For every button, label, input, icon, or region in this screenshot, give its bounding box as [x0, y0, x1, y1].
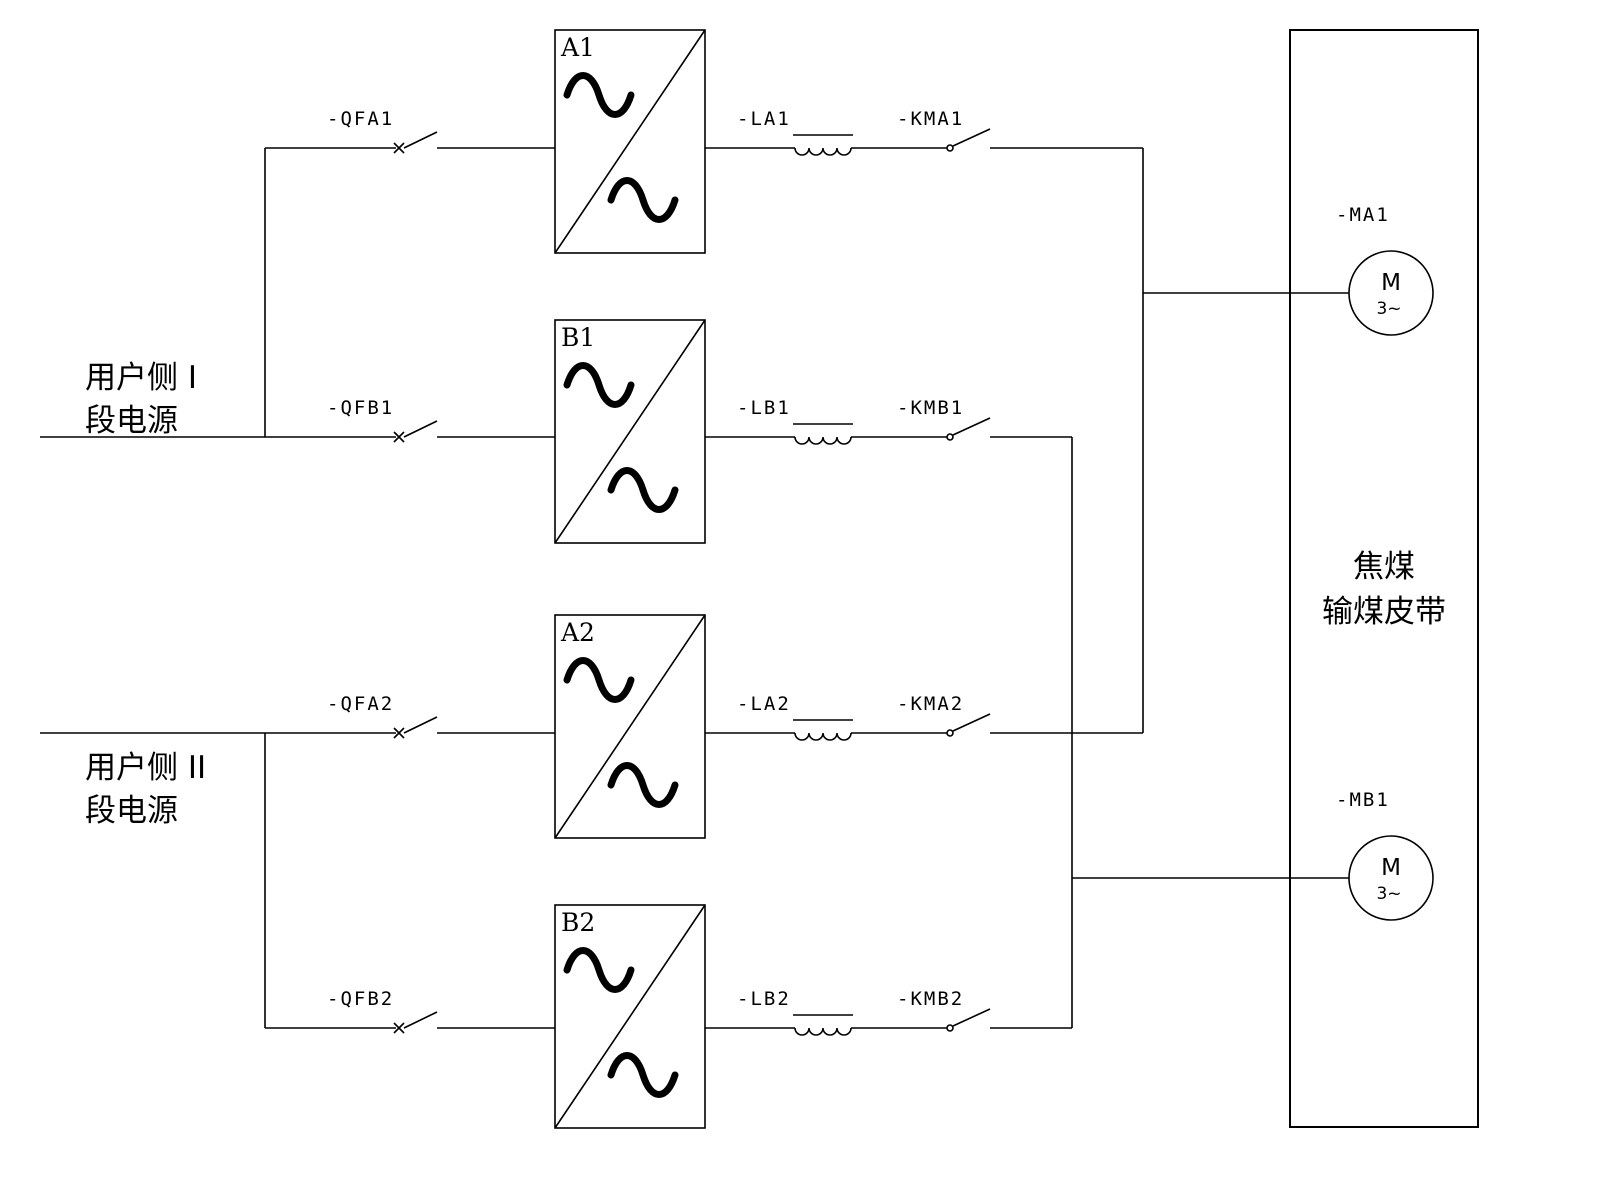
breaker-label-qfb1: -QFB1: [327, 397, 394, 419]
breaker-label-qfa1: -QFA1: [327, 108, 394, 130]
contactor-label-kmb2: -KMB2: [897, 988, 964, 1010]
reactor-coil-icon: [794, 1027, 852, 1036]
breaker-cross-icon: [393, 1022, 405, 1034]
contactor-label-kmb1: -KMB1: [897, 397, 964, 419]
branch-b2: [265, 904, 1072, 1129]
bus-wires: [264, 148, 1349, 1028]
motor-mb1: M 3~: [1348, 835, 1434, 921]
sine-wave-icon: [607, 762, 679, 808]
contactor-contact-icon: [946, 1024, 954, 1032]
motor-letter: M: [1381, 855, 1401, 881]
source2-label-line1: 用户侧 II: [85, 750, 206, 786]
reactor-coil-icon: [794, 732, 852, 741]
motor-phase: 3~: [1376, 299, 1401, 319]
breaker-cross-icon: [393, 727, 405, 739]
reactor-label-la1: -LA1: [737, 108, 791, 130]
converter-label-b2: B2: [561, 908, 595, 937]
branch-a1: [265, 29, 1143, 254]
branch-a2: [40, 614, 1143, 839]
motor-circle-icon: [1348, 835, 1434, 921]
converter-label-a2: A2: [560, 618, 595, 647]
branch-b1: [40, 319, 1072, 544]
breaker-blade-icon: [403, 716, 438, 734]
labels: 用户侧 I 段电源 用户侧 II 段电源 -QFA1 A1 -LA1 -KMA1…: [85, 33, 1446, 1010]
contactor-contact-icon: [946, 433, 954, 441]
sine-wave-icon: [563, 947, 635, 993]
converter-label-b1: B1: [561, 323, 595, 352]
breaker-blade-icon: [403, 131, 438, 149]
motor-letter: M: [1381, 270, 1401, 296]
contactor-label-kma2: -KMA2: [897, 693, 964, 715]
contactor-blade-icon: [952, 128, 991, 147]
load-label-line1: 焦煤: [1353, 549, 1415, 585]
reactor-label-lb2: -LB2: [737, 988, 791, 1010]
contactor-label-kma1: -KMA1: [897, 108, 964, 130]
contactor-contact-icon: [946, 144, 954, 152]
load-boundary-box: [1289, 29, 1479, 1128]
converter-diagonal: [554, 29, 706, 254]
breaker-blade-icon: [403, 1011, 438, 1029]
breaker-cross-icon: [393, 431, 405, 443]
converter-diagonal: [554, 614, 706, 839]
contactor-contact-icon: [946, 729, 954, 737]
breaker-label-qfa2: -QFA2: [327, 693, 394, 715]
reactor-label-la2: -LA2: [737, 693, 791, 715]
motor-phase: 3~: [1376, 884, 1401, 904]
sine-wave-icon: [607, 177, 679, 223]
contactor-blade-icon: [952, 417, 991, 436]
converter-label-a1: A1: [560, 33, 595, 62]
breaker-cross-icon: [393, 142, 405, 154]
source2-label-line2: 段电源: [85, 793, 178, 829]
breaker-label-qfb2: -QFB2: [327, 988, 394, 1010]
sine-wave-icon: [607, 467, 679, 513]
motor-label-mb1: -MB1: [1336, 789, 1390, 811]
sine-wave-icon: [607, 1052, 679, 1098]
reactor-label-lb1: -LB1: [737, 397, 791, 419]
source1-label-line2: 段电源: [85, 403, 178, 439]
sine-wave-icon: [563, 72, 635, 118]
reactor-coil-icon: [794, 147, 852, 156]
contactor-blade-icon: [952, 1008, 991, 1027]
motor-ma1: M 3~: [1348, 250, 1434, 336]
reactor-coil-icon: [794, 436, 852, 445]
motor-label-ma1: -MA1: [1336, 204, 1390, 226]
breaker-blade-icon: [403, 420, 438, 438]
contactor-blade-icon: [952, 713, 991, 732]
converter-diagonal: [554, 319, 706, 544]
motor-circle-icon: [1348, 250, 1434, 336]
source1-label-line1: 用户侧 I: [85, 360, 197, 396]
load-label-line2: 输煤皮带: [1322, 594, 1446, 630]
converter-diagonal: [554, 904, 706, 1129]
sine-wave-icon: [563, 362, 635, 408]
sine-wave-icon: [563, 657, 635, 703]
